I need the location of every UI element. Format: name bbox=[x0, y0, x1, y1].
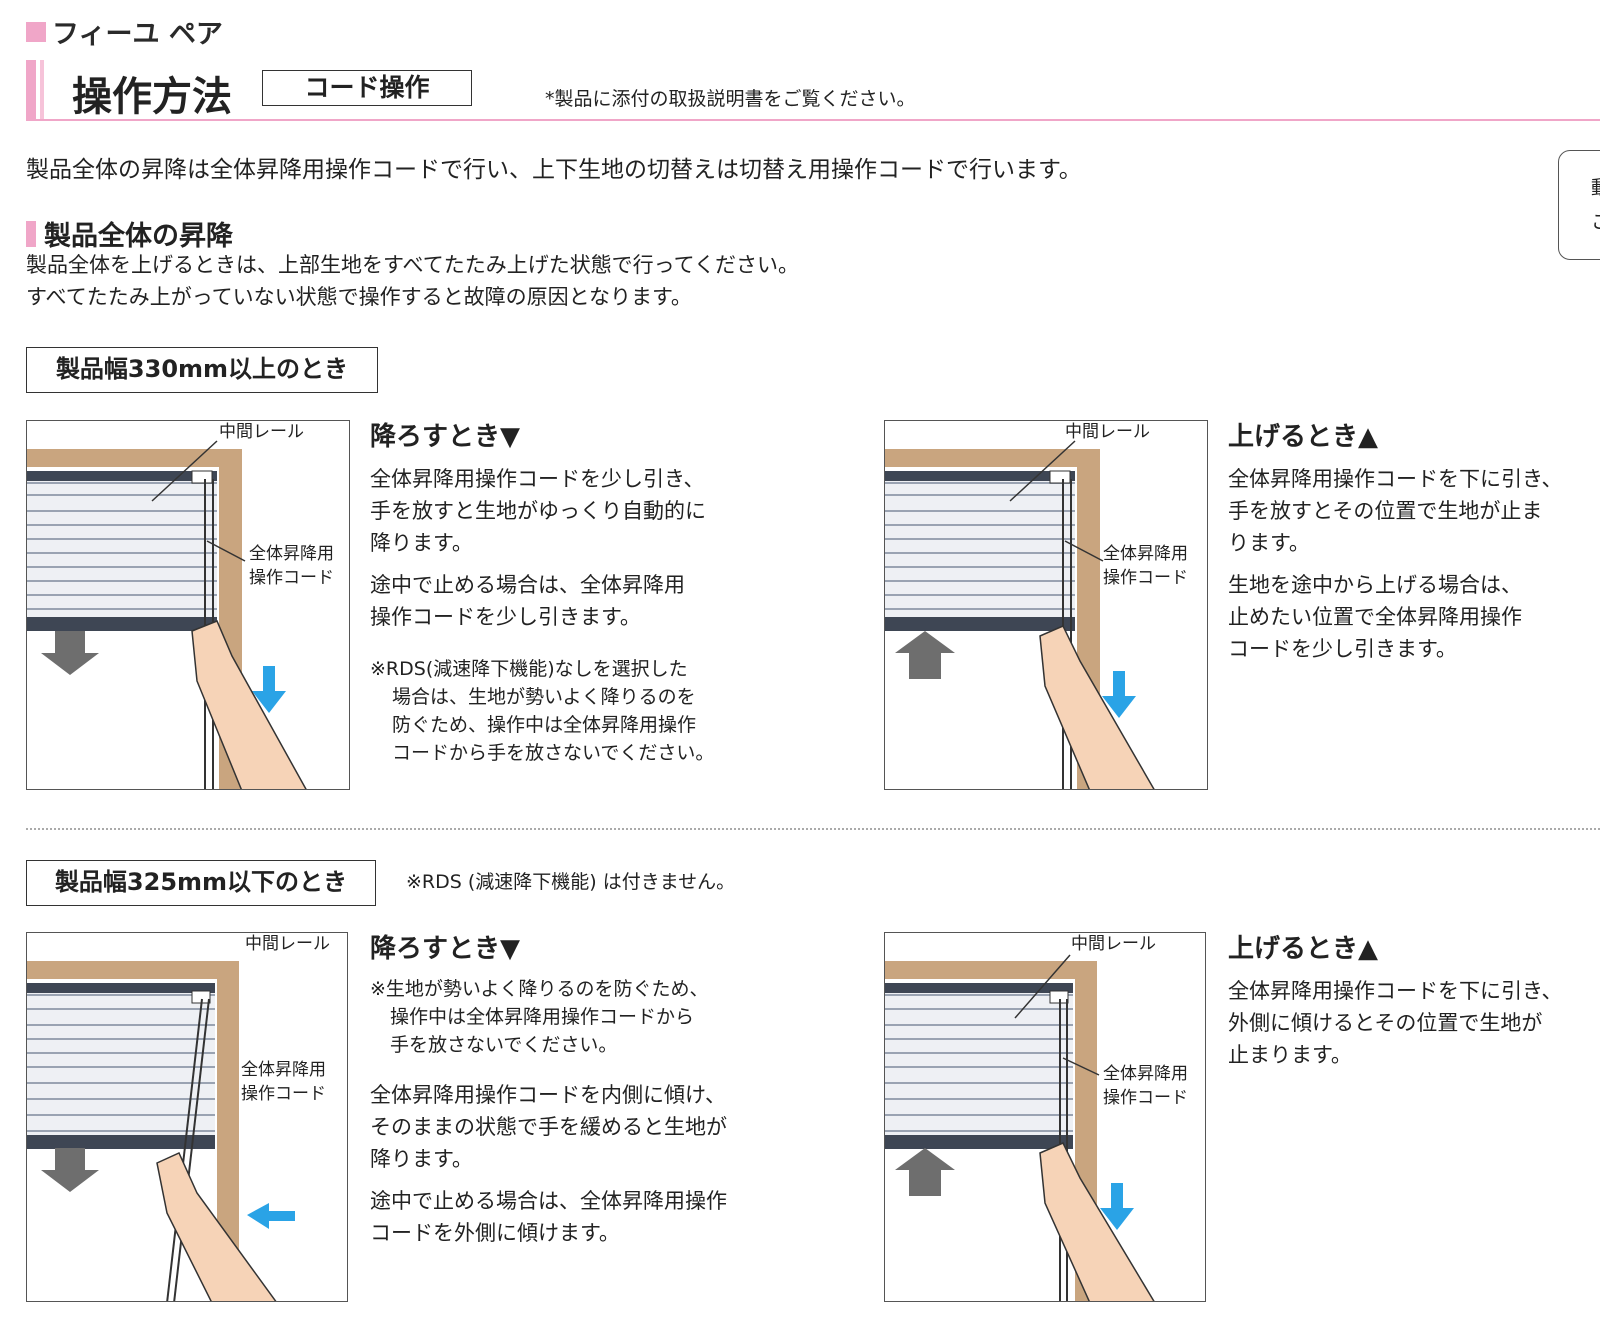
section-separator bbox=[26, 828, 1600, 830]
narrow-lower-rail-label: 中間レール bbox=[245, 934, 330, 954]
wide-lower-note1: ※RDS(減速降下機能)なしを選択した bbox=[370, 658, 688, 680]
page-title: 操作方法 bbox=[72, 74, 232, 120]
brand-title: フィーユ ペア bbox=[26, 12, 223, 51]
figure-narrow-raise: 中間レール 全体昇降用 操作コード bbox=[884, 932, 1206, 1302]
header-divider bbox=[26, 119, 1600, 121]
manual-note: *製品に添付の取扱説明書をご覧ください。 bbox=[545, 88, 916, 110]
wide-raise-rail-label: 中間レール bbox=[1065, 422, 1150, 442]
wide-lower-note4: コードから手を放さないでください。 bbox=[392, 742, 715, 764]
wide-lower-line4: 途中で止める場合は、全体昇降用 bbox=[370, 573, 685, 597]
narrow-rds-note: ※RDS (減速降下機能) は付きません。 bbox=[406, 871, 736, 893]
wide-lower-cord-label-1: 全体昇降用 bbox=[249, 544, 334, 564]
wide-raise-cord-label-2: 操作コード bbox=[1103, 568, 1188, 588]
wide-lower-rail-label: 中間レール bbox=[219, 422, 304, 442]
side-card: 動 こ bbox=[1558, 150, 1600, 260]
section-marker bbox=[26, 220, 36, 247]
narrow-raise-cord-label-1: 全体昇降用 bbox=[1103, 1064, 1188, 1084]
brand-text: フィーユ ペア bbox=[52, 19, 223, 50]
section-paragraph-2: すべてたたみ上がっていない状態で操作すると故障の原因となります。 bbox=[26, 285, 692, 309]
narrow-lower-note1: ※生地が勢いよく降りるのを防ぐため、 bbox=[370, 978, 709, 1000]
figure-narrow-lower: 中間レール 全体昇降用 操作コード bbox=[26, 932, 348, 1302]
narrow-lower-line5: コードを外側に傾けます。 bbox=[370, 1221, 620, 1245]
wide-lower-line5: 操作コードを少し引きます。 bbox=[370, 605, 641, 629]
wide-lower-note2: 場合は、生地が勢いよく降りるのを bbox=[392, 686, 696, 708]
narrow-raise-rail-label: 中間レール bbox=[1071, 934, 1156, 954]
narrow-lower-line1: 全体昇降用操作コードを内側に傾け、 bbox=[370, 1083, 726, 1107]
wide-raise-line6: コードを少し引きます。 bbox=[1228, 637, 1457, 661]
section-heading: 製品全体の昇降 bbox=[26, 214, 233, 253]
narrow-raise-text: 上げるとき▲ 全体昇降用操作コードを下に引き、 外側に傾けるとその位置で生地が … bbox=[1228, 928, 1598, 1071]
wide-lower-line3: 降ります。 bbox=[370, 531, 473, 555]
side-card-line1: 動 bbox=[1591, 173, 1600, 200]
narrow-lower-text: 降ろすとき▼ ※生地が勢いよく降りるのを防ぐため、 操作中は全体昇降用操作コード… bbox=[370, 928, 780, 1249]
operation-type-tag: コード操作 bbox=[262, 70, 472, 106]
wide-raise-line2: 手を放すとその位置で生地が止ま bbox=[1228, 499, 1543, 523]
wide-lower-text: 降ろすとき▼ 全体昇降用操作コードを少し引き、 手を放すと生地がゆっくり自動的に… bbox=[370, 416, 770, 767]
wide-raise-line3: ります。 bbox=[1228, 531, 1310, 555]
wide-raise-line1: 全体昇降用操作コードを下に引き、 bbox=[1228, 467, 1563, 491]
narrow-lower-cord-label-2: 操作コード bbox=[241, 1084, 326, 1104]
narrow-lower-note3: 手を放さないでください。 bbox=[390, 1034, 618, 1056]
narrow-raise-line1: 全体昇降用操作コードを下に引き、 bbox=[1228, 979, 1563, 1003]
wide-raise-title: 上げるとき▲ bbox=[1228, 422, 1378, 452]
wide-lower-line1: 全体昇降用操作コードを少し引き、 bbox=[370, 467, 705, 491]
figure-wide-raise: 中間レール 全体昇降用 操作コード bbox=[884, 420, 1208, 790]
wide-raise-line5: 止めたい位置で全体昇降用操作 bbox=[1228, 605, 1522, 629]
narrow-size-box: 製品幅325mm以下のとき bbox=[26, 860, 376, 906]
narrow-raise-title: 上げるとき▲ bbox=[1228, 934, 1378, 964]
narrow-raise-line2: 外側に傾けるとその位置で生地が bbox=[1228, 1011, 1543, 1035]
section-heading-text: 製品全体の昇降 bbox=[44, 221, 233, 252]
narrow-lower-cord-label-1: 全体昇降用 bbox=[241, 1060, 326, 1080]
figure-wide-lower: 中間レール 全体昇降用 操作コード bbox=[26, 420, 350, 790]
narrow-raise-cord-label-2: 操作コード bbox=[1103, 1088, 1188, 1108]
side-card-line2: こ bbox=[1591, 207, 1600, 234]
title-accent-bar bbox=[26, 60, 50, 120]
wide-raise-text: 上げるとき▲ 全体昇降用操作コードを下に引き、 手を放すとその位置で生地が止ま … bbox=[1228, 416, 1598, 665]
narrow-lower-note2: 操作中は全体昇降用操作コードから bbox=[390, 1006, 695, 1028]
wide-raise-cord-label-1: 全体昇降用 bbox=[1103, 544, 1188, 564]
wide-raise-line4: 生地を途中から上げる場合は、 bbox=[1228, 573, 1522, 597]
narrow-lower-line4: 途中で止める場合は、全体昇降用操作 bbox=[370, 1189, 727, 1213]
wide-lower-note3: 防ぐため、操作中は全体昇降用操作 bbox=[392, 714, 697, 736]
lead-text: 製品全体の昇降は全体昇降用操作コードで行い、上下生地の切替えは切替え用操作コード… bbox=[26, 157, 1082, 183]
narrow-raise-line3: 止まります。 bbox=[1228, 1043, 1352, 1067]
narrow-lower-line2: そのままの状態で手を緩めると生地が bbox=[370, 1115, 727, 1139]
wide-size-box: 製品幅330mm以上のとき bbox=[26, 347, 378, 393]
wide-lower-line2: 手を放すと生地がゆっくり自動的に bbox=[370, 499, 706, 523]
brand-marker bbox=[26, 21, 46, 42]
section-paragraph-1: 製品全体を上げるときは、上部生地をすべてたたみ上げた状態で行ってください。 bbox=[26, 253, 800, 277]
narrow-lower-line3: 降ります。 bbox=[370, 1147, 473, 1171]
wide-lower-title: 降ろすとき▼ bbox=[370, 422, 520, 452]
wide-lower-cord-label-2: 操作コード bbox=[249, 568, 334, 588]
narrow-lower-title: 降ろすとき▼ bbox=[370, 934, 520, 964]
